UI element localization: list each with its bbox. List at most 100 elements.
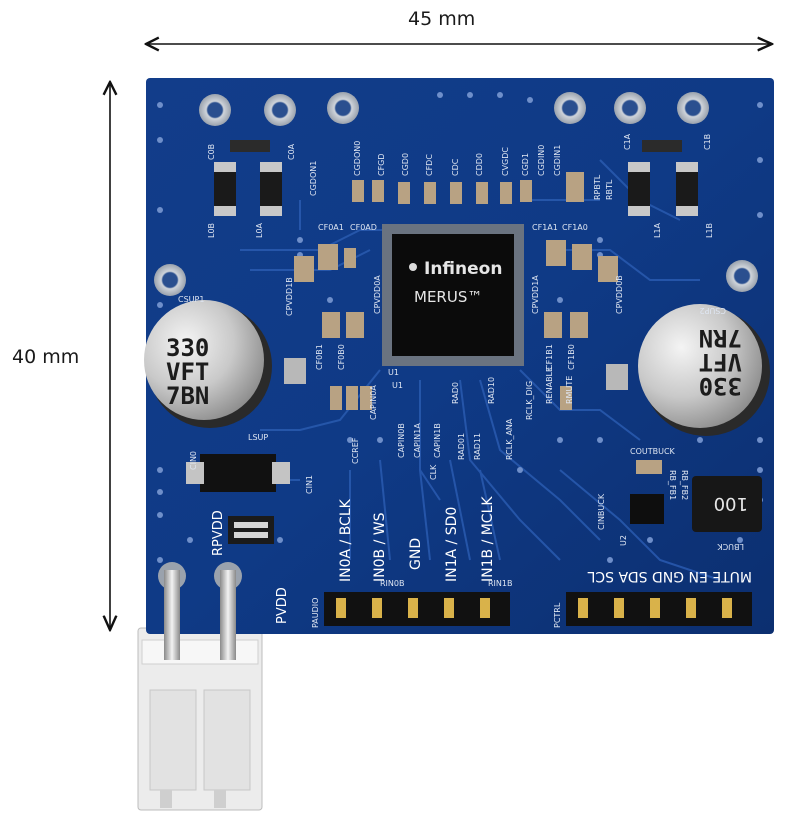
silk-cf1b0: CF1B0	[567, 344, 576, 370]
pin-header-control	[566, 592, 752, 626]
power-pins	[158, 562, 242, 660]
silk-c0b: C0B	[207, 144, 216, 160]
silk-cgdon1: CGDON1	[309, 161, 318, 196]
silk-cin1: CIN1	[305, 475, 314, 494]
silk-cgdon0: CGDON0	[353, 141, 362, 176]
silk-l1b: L1B	[705, 223, 714, 238]
silk-c1b: C1B	[703, 134, 712, 150]
silk-rmute: RMUTE	[565, 376, 574, 404]
pin-label-rpvdd: RPVDD	[211, 510, 226, 556]
left-cap-value: 330	[166, 334, 209, 362]
silk-cvgdc: CVGDC	[501, 147, 510, 176]
output-pads	[154, 92, 758, 296]
silk-rin1b: RIN1B	[488, 579, 512, 588]
silk-cinbuck: CINBUCK	[597, 493, 606, 530]
silk-rad0: RAD0	[451, 382, 460, 404]
silk-renable: RENABLE	[545, 367, 554, 404]
silk-l0b: L0B	[207, 223, 216, 238]
silkscreen-bottom: CIN0 CIN1 CCREF CAPIN0A CAPIN0B CAPIN1A …	[189, 367, 744, 628]
output-components	[214, 140, 698, 216]
silk-cin0: CIN0	[189, 451, 198, 470]
power-connector	[137, 627, 263, 811]
left-electrolytic-capacitor: 330 VFT 7BN	[144, 300, 306, 428]
silkscreen-top-caps: CGDON1 CGDON0 CFGD CGD0 CFDC CDC CDD0 CV…	[309, 141, 562, 196]
pin-label-gnd: GND	[408, 538, 424, 570]
silk-lsup: LSUP	[248, 433, 268, 442]
smd-caps-top	[294, 172, 662, 474]
silk-cfdc: CFDC	[425, 154, 434, 176]
silk-cfgd: CFGD	[377, 153, 386, 176]
silk-cdd0: CDD0	[475, 153, 484, 176]
input-diode	[186, 454, 290, 544]
buck-inductor-label: 100	[714, 493, 748, 514]
right-cap-value: 330	[699, 372, 742, 400]
pin-header-audio	[324, 592, 510, 626]
silk-capin0b: CAPIN0B	[397, 423, 406, 458]
silk-rbtl: RBTL	[605, 179, 614, 200]
silk-capin0a: CAPIN0A	[369, 385, 378, 420]
right-electrolytic-capacitor: 330 VFT 7RN	[606, 304, 770, 436]
silk-cf0a1: CF0A1	[318, 223, 344, 232]
silk-capin1b: CAPIN1B	[433, 423, 442, 458]
silk-rb-fb1: RB_FB1	[668, 470, 677, 500]
silk-cgd1: CGD1	[521, 153, 530, 176]
silk-paudio: PAUDIO	[311, 598, 320, 628]
silk-cf1a1: CF1A1	[532, 223, 558, 232]
silk-l1a: L1A	[653, 222, 662, 238]
silk-csup2: CSUP2	[700, 306, 726, 315]
silk-lbuck: LBUCK	[717, 542, 744, 551]
silk-cf0ad: CF0AD	[350, 223, 377, 232]
silk-cpvdd1a: CPVDD1A	[531, 275, 540, 314]
pin-label-in1b-mclk: IN1B / MCLK	[480, 496, 496, 582]
silk-rin0b: RIN0B	[380, 579, 404, 588]
silk-u1: U1	[392, 381, 403, 390]
main-ic: Infineon MERUS™ U1	[382, 224, 524, 377]
power-pin-labels: RPVDD PVDD	[211, 510, 290, 624]
silk-cdc: CDC	[451, 158, 460, 176]
silkscreen-side: CSUP1 CSUP2 LSUP CPVDD1B CPVDD0A CPVDD1A…	[178, 223, 726, 442]
svg-text:U1: U1	[388, 368, 399, 377]
width-dimension-label: 45 mm	[408, 8, 476, 30]
silk-c1a: C1A	[623, 133, 632, 150]
left-cap-series: VFT	[166, 358, 209, 386]
silk-l0a: L0A	[255, 222, 264, 238]
chip-brand: Infineon	[424, 259, 502, 279]
pin-label-in0a-bclk: IN0A / BCLK	[338, 498, 354, 582]
pin-label-in0b-ws: IN0B / WS	[372, 512, 388, 582]
silk-rpbtl: RPBTL	[593, 174, 602, 200]
silk-capin1a: CAPIN1A	[413, 423, 422, 458]
height-dimension-label: 40 mm	[12, 346, 80, 368]
silk-u2: U2	[619, 535, 628, 546]
silk-c0a: C0A	[287, 143, 296, 160]
buck-inductor: 100	[630, 476, 762, 532]
silk-rad01: RAD01	[457, 433, 466, 460]
silk-cpvdd1b: CPVDD1B	[285, 277, 294, 316]
silk-cpvdd0b: CPVDD0B	[615, 275, 624, 314]
silk-cpvdd0a: CPVDD0A	[373, 275, 382, 314]
silk-cgd0: CGD0	[401, 153, 410, 176]
silk-cf0b0: CF0B0	[337, 344, 346, 370]
silk-ccref: CCREF	[351, 437, 360, 464]
control-header-labels: MUTE EN GND SDA SCL	[587, 568, 752, 584]
silk-rb-fb2: RB_FB2	[680, 470, 689, 500]
pin-label-pvdd: PVDD	[275, 587, 290, 624]
pin-label-in1a-sd0: IN1A / SD0	[444, 507, 460, 582]
right-cap-series: VFT	[699, 348, 742, 376]
chip-model: MERUS™	[414, 288, 482, 306]
silk-csup1: CSUP1	[178, 295, 204, 304]
silk-cgdin0: CGDIN0	[537, 145, 546, 176]
left-cap-code: 7BN	[166, 382, 209, 410]
silk-cf0b1: CF0B1	[315, 344, 324, 370]
silk-rad11: RAD11	[473, 433, 482, 460]
silkscreen-outputs: C0B C0A L0B L0A C1A C1B L1A L1B RPBTL RB…	[207, 133, 714, 238]
silk-rad10: RAD10	[487, 377, 496, 404]
silk-cgdin1: CGDIN1	[553, 145, 562, 176]
silk-coutbuck: COUTBUCK	[630, 447, 676, 456]
audio-header-labels: IN0A / BCLK IN0B / WS GND IN1A / SD0 IN1…	[338, 496, 496, 582]
silk-clk: CLK	[429, 464, 438, 480]
silk-rclk-ana: RCLK_ANA	[505, 418, 514, 460]
silk-pctrl: PCTRL	[553, 602, 562, 628]
silk-cf1a0: CF1A0	[562, 223, 588, 232]
silk-cf1b1: CF1B1	[545, 344, 554, 370]
